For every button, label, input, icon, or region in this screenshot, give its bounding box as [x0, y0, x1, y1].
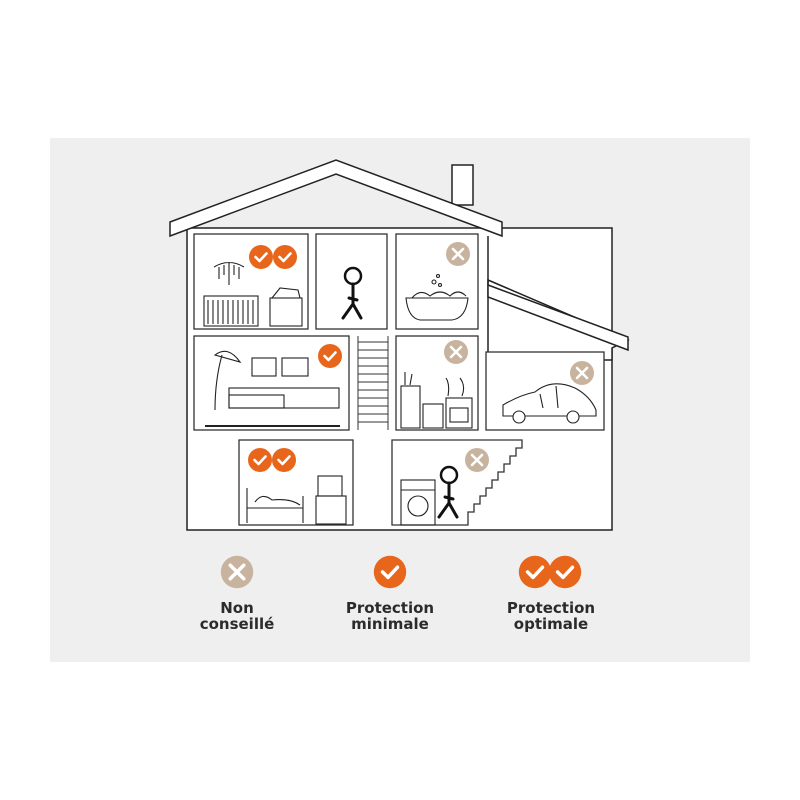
room-laundry [391, 439, 523, 526]
annex-roof [487, 283, 629, 352]
room-hallway [315, 233, 388, 330]
washing-machine-icon [400, 479, 436, 526]
badge-living-minimal [316, 342, 344, 370]
kitchen-icon [400, 372, 473, 429]
bathtub-icon [405, 273, 469, 321]
chimney [451, 164, 474, 206]
wall-pictures-icon [251, 357, 309, 377]
badge-kitchen-not-recommended [442, 338, 470, 366]
toy-box-icon [269, 287, 303, 327]
sofa-icon [205, 350, 340, 427]
legend-not-recommended: Non conseillé [157, 600, 317, 632]
legend-optimal-icon [517, 554, 583, 590]
baby-mobile-icon [213, 261, 245, 285]
badge-laundry-not-recommended [463, 446, 491, 474]
legend-minimal-icon [372, 554, 408, 590]
legend-line: minimale [351, 615, 429, 633]
bed-icon [246, 488, 304, 523]
legend-line: Protection [345, 599, 435, 617]
badge-garage-not-recommended [568, 359, 596, 387]
dressing-table-icon [315, 475, 347, 525]
legend-line: Protection [506, 599, 596, 617]
legend-line: conseillé [199, 615, 275, 633]
crib-icon [203, 295, 259, 327]
legend-line: Non [220, 599, 254, 617]
roof [169, 159, 503, 238]
legend-line: optimale [513, 615, 589, 633]
legend-not-recommended-icon [219, 554, 255, 590]
legend-optimal: Protection optimale [471, 600, 631, 632]
car-icon [502, 383, 597, 424]
legend-minimal: Protection minimale [310, 600, 470, 632]
badge-bathroom-not-recommended [444, 240, 472, 268]
staircase [357, 336, 389, 430]
